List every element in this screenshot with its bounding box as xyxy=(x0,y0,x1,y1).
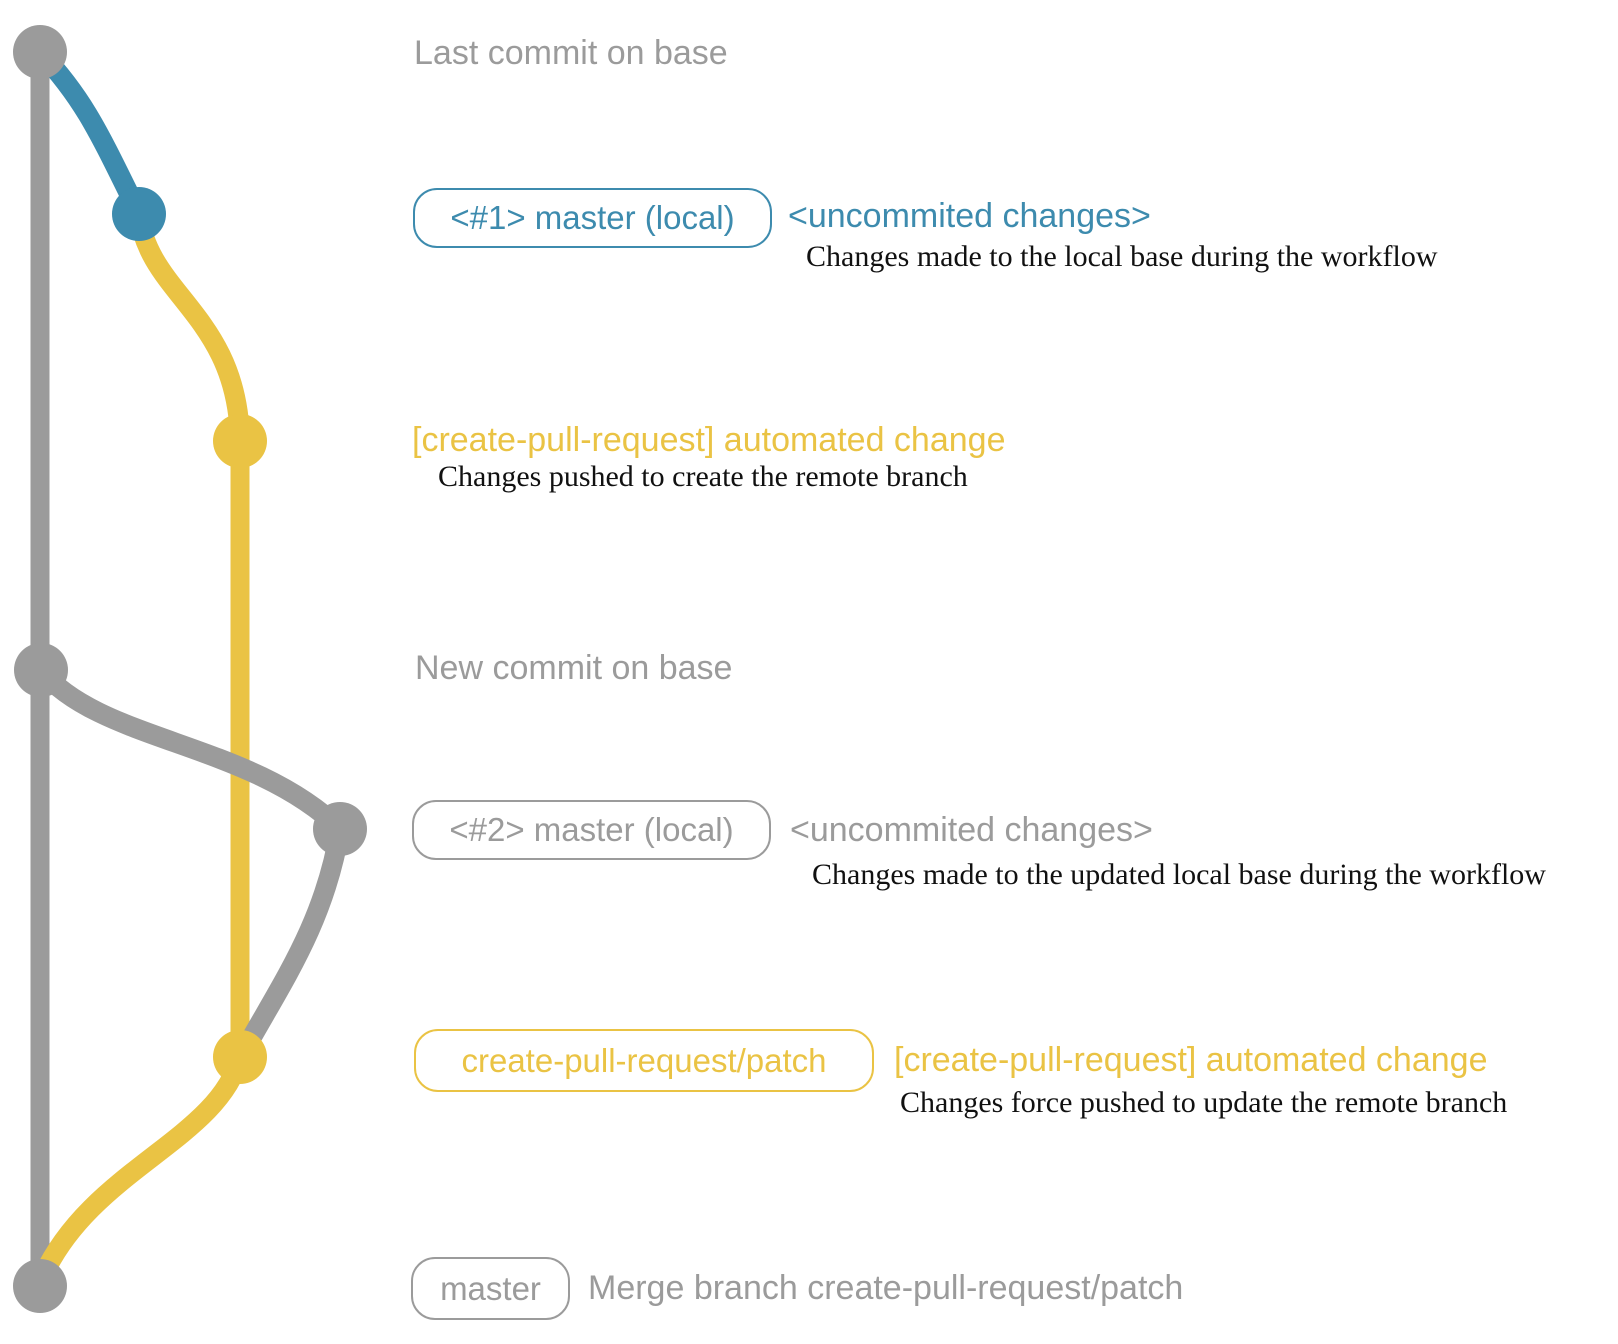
note-force-pushed-update-branch: Changes force pushed to update the remot… xyxy=(900,1086,1508,1119)
commit-node-local-2 xyxy=(313,802,367,856)
local-merge-curve xyxy=(238,819,350,1054)
commit-message-automated-change-1: [create-pull-request] automated change xyxy=(412,421,1006,459)
ref-pill-master-local-2: <#2> master (local) xyxy=(412,800,771,860)
commit-node-last-base xyxy=(13,25,67,79)
commit-node-local-1 xyxy=(112,187,166,241)
local-branch-curve-2 xyxy=(31,660,350,839)
patch-branch-curve-1 xyxy=(129,204,250,451)
commit-message-uncommited-1: <uncommited changes> xyxy=(788,197,1151,235)
label-last-commit-on-base: Last commit on base xyxy=(414,34,728,72)
commit-node-new-base xyxy=(14,643,68,697)
note-pushed-create-branch: Changes pushed to create the remote bran… xyxy=(438,460,968,493)
ref-pill-master-local-2-text: <#2> master (local) xyxy=(449,811,734,848)
commit-node-patch-2 xyxy=(213,1030,267,1084)
ref-pill-master-text: master xyxy=(440,1269,541,1307)
patch-merge-curve xyxy=(32,1047,250,1288)
ref-pill-patch-branch-text: create-pull-request/patch xyxy=(461,1041,827,1079)
ref-pill-master-local-1: <#1> master (local) xyxy=(413,188,772,248)
local-branch-curve-1 xyxy=(30,42,149,224)
note-local-changes-1: Changes made to the local base during th… xyxy=(806,240,1438,273)
ref-pill-patch-branch: create-pull-request/patch xyxy=(414,1029,874,1092)
label-new-commit-on-base: New commit on base xyxy=(415,649,733,687)
ref-pill-master-local-1-text: <#1> master (local) xyxy=(450,199,735,236)
commit-message-uncommited-2: <uncommited changes> xyxy=(790,811,1153,849)
commit-node-patch-1 xyxy=(213,414,267,468)
commit-message-merge-branch: Merge branch create-pull-request/patch xyxy=(588,1269,1184,1307)
ref-pill-master: master xyxy=(411,1257,570,1320)
commit-message-automated-change-2: [create-pull-request] automated change xyxy=(894,1041,1488,1079)
commit-node-merge xyxy=(13,1259,67,1313)
note-local-changes-2: Changes made to the updated local base d… xyxy=(812,858,1546,891)
